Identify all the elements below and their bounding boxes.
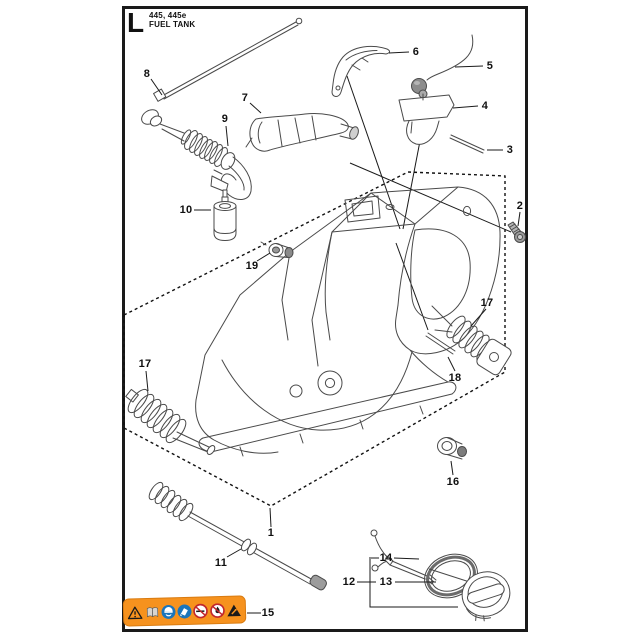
part-8-rod-art	[153, 17, 303, 102]
callout-3: 3	[506, 144, 514, 156]
model-numbers: 445, 445e	[149, 11, 187, 20]
callout-2: 2	[516, 200, 524, 212]
part-6-handle-moulding-art	[331, 45, 390, 97]
callout-18: 18	[448, 372, 462, 384]
callout-6: 6	[412, 46, 420, 58]
callout-8: 8	[143, 68, 151, 80]
part-5-wire-knob-art	[411, 34, 474, 94]
part-2-screw-art	[507, 221, 526, 243]
callout-7: 7	[241, 92, 249, 104]
protective-gloves-icon	[177, 604, 192, 618]
part-1-fuel-tank-assembly-art	[172, 186, 501, 457]
no-open-flame-icon	[209, 602, 225, 618]
manual-book-icon	[146, 606, 158, 617]
part-9-fuel-hose-art	[141, 109, 252, 207]
callout-19: 19	[245, 260, 259, 272]
protective-gear-icon	[161, 604, 176, 619]
part-7-handle-shell-art	[245, 113, 359, 152]
part-3-rod-art	[449, 134, 485, 154]
callout-17-right: 17	[480, 297, 494, 309]
callout-9: 9	[221, 113, 229, 125]
part-4-trigger-art	[398, 89, 455, 145]
callout-16: 16	[446, 476, 460, 488]
part-16-grommet-art	[437, 437, 467, 460]
part-10-fuel-filter-art	[213, 189, 237, 241]
part-19-grommet-art	[260, 241, 294, 258]
position-pointer-lines	[346, 75, 512, 331]
part-17-right-spring-art	[431, 305, 512, 376]
part-15-warning-decal	[122, 595, 247, 627]
callout-15: 15	[261, 607, 275, 619]
part-17-left-spring-art	[125, 388, 187, 444]
callout-11: 11	[214, 557, 228, 569]
diagram-title: FUEL TANK	[149, 20, 196, 29]
callout-17-left: 17	[138, 358, 152, 370]
kickback-warning-icon	[227, 604, 241, 616]
callout-4: 4	[481, 100, 489, 112]
part-13-gasket-art	[424, 553, 478, 599]
callout-10: 10	[179, 204, 193, 216]
callout-leader-lines	[145, 51, 521, 614]
callout-5: 5	[486, 60, 494, 72]
callout-1: 1	[267, 527, 275, 539]
warning-triangle-icon	[128, 605, 143, 619]
section-letter: L	[127, 7, 145, 38]
callout-12: 12	[342, 576, 356, 588]
part-14-retainer-art	[370, 529, 437, 585]
part-12-fuel-cap-art	[461, 571, 511, 622]
part-18-pin-art	[425, 332, 456, 355]
callout-14: 14	[379, 552, 393, 564]
diagram-border-frame	[122, 6, 528, 632]
no-smoking-icon	[193, 603, 209, 618]
callout-13: 13	[379, 576, 393, 588]
part-11-fuel-pipe-art	[148, 481, 327, 591]
